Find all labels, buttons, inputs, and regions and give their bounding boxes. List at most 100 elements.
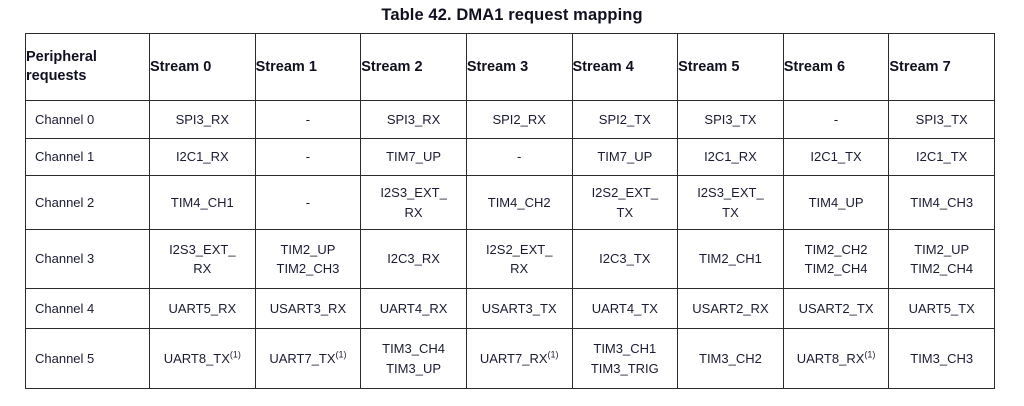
column-header-stream-0: Stream 0 (149, 33, 256, 101)
cell-channel-0-stream-7: SPI3_TX (888, 100, 995, 139)
cell-line: TIM2_CH4 (910, 261, 974, 276)
cell-channel-0-stream-3: SPI2_RX (465, 100, 573, 139)
cell-channel-5-stream-3: UART7_RX(1) (465, 328, 573, 389)
cell-line: I2C3_RX (387, 251, 440, 267)
cell-line: I2S3_EXT_ (380, 185, 447, 200)
cell-channel-4-stream-6: USART2_TX (782, 288, 890, 329)
header-line-2: requests (26, 68, 87, 84)
footnote-marker: (1) (547, 349, 559, 360)
cell-line: - (305, 111, 311, 127)
cell-line: RX (193, 261, 212, 276)
cell-line: RX (510, 261, 529, 276)
cell-line: UART8_TX(1) (163, 349, 241, 366)
row-label-channel-2: Channel 2 (25, 175, 150, 230)
cell-line: SPI3_TX (915, 111, 968, 127)
table-header-row: Peripheral requests Stream 0 Stream 1 St… (25, 33, 995, 101)
cell-line: - (305, 149, 311, 165)
cell-channel-5-stream-7: TIM3_CH3 (888, 328, 995, 389)
table-container: Peripheral requests Stream 0 Stream 1 St… (25, 33, 995, 389)
cell-channel-5-stream-6: UART8_RX(1) (782, 328, 890, 389)
cell-line: SPI3_RX (386, 111, 441, 127)
cell-channel-2-stream-1: - (254, 175, 362, 230)
cell-channel-3-stream-0: I2S3_EXT_ RX (149, 229, 256, 289)
cell-line: I2S3_EXT_ (697, 185, 764, 200)
dma1-request-mapping-table: Peripheral requests Stream 0 Stream 1 St… (25, 33, 995, 389)
column-header-stream-6: Stream 6 (782, 33, 890, 101)
cell-channel-0-stream-1: - (254, 100, 362, 139)
cell-channel-4-stream-7: UART5_TX (888, 288, 995, 329)
cell-line: UART4_RX (379, 300, 448, 316)
cell-line: I2C1_RX (704, 149, 757, 165)
column-header-stream-5: Stream 5 (677, 33, 784, 101)
row-label-channel-5: Channel 5 (25, 328, 150, 389)
cell-line: I2C1_TX (916, 149, 968, 165)
cell-line: SPI3_TX (704, 111, 757, 127)
cell-channel-3-stream-1: TIM2_UP TIM2_CH3 (254, 229, 362, 289)
cell-line: TIM2_UP (280, 241, 336, 257)
row-label-channel-4: Channel 4 (25, 288, 150, 329)
cell-line: USART2_RX (692, 300, 769, 316)
cell-channel-1-stream-4: TIM7_UP (571, 138, 679, 176)
footnote-marker: (1) (335, 349, 347, 360)
cell-line: TIM3_TRIG (590, 360, 659, 376)
cell-channel-0-stream-2: SPI3_RX (360, 100, 467, 139)
cell-channel-4-stream-2: UART4_RX (360, 288, 467, 329)
row-label-channel-3: Channel 3 (25, 229, 150, 289)
column-header-stream-3: Stream 3 (465, 33, 573, 101)
cell-line: TX (722, 204, 739, 220)
cell-channel-1-stream-7: I2C1_TX (888, 138, 995, 176)
cell-line: - (305, 194, 311, 210)
cell-channel-2-stream-6: TIM4_UP (782, 175, 890, 230)
cell-channel-1-stream-2: TIM7_UP (360, 138, 467, 176)
cell-line: TIM3_UP (386, 360, 442, 376)
cell-channel-4-stream-4: UART4_TX (571, 288, 679, 329)
cell-line: TIM3_CH3 (910, 350, 974, 366)
cell-line: TIM4_CH2 (487, 194, 551, 210)
cell-line: TIM2_UP (914, 241, 970, 257)
cell-channel-4-stream-1: USART3_RX (254, 288, 362, 329)
cell-line: USART3_TX (481, 300, 557, 316)
cell-channel-0-stream-5: SPI3_TX (677, 100, 784, 139)
column-header-peripheral-requests: Peripheral requests (25, 33, 150, 101)
cell-line: USART3_RX (269, 300, 347, 316)
cell-channel-0-stream-4: SPI2_TX (571, 100, 679, 139)
cell-channel-2-stream-7: TIM4_CH3 (888, 175, 995, 230)
cell-line: SPI2_TX (598, 111, 651, 127)
cell-line: TIM3_CH4 (382, 341, 445, 356)
cell-channel-2-stream-5: I2S3_EXT_ TX (677, 175, 784, 230)
cell-line: I2S3_EXT_ (169, 241, 236, 257)
cell-channel-1-stream-6: I2C1_TX (782, 138, 890, 176)
cell-line: SPI3_RX (175, 111, 230, 127)
cell-line: TIM2_CH1 (699, 251, 762, 267)
cell-channel-2-stream-4: I2S2_EXT_TX (571, 175, 679, 230)
cell-channel-2-stream-0: TIM4_CH1 (149, 175, 256, 230)
cell-channel-4-stream-0: UART5_RX (149, 288, 256, 329)
cell-channel-3-stream-4: I2C3_TX (571, 229, 679, 289)
cell-line: I2C1_TX (810, 149, 862, 165)
cell-line: TIM2_CH4 (804, 261, 868, 276)
table-title: Table 42. DMA1 request mapping (381, 6, 643, 24)
cell-line: SPI2_RX (492, 111, 546, 127)
cell-channel-4-stream-3: USART3_TX (465, 288, 573, 329)
cell-line: I2C3_TX (599, 251, 651, 267)
cell-channel-4-stream-5: USART2_RX (677, 288, 784, 329)
cell-channel-1-stream-3: - (465, 138, 573, 176)
cell-line: USART2_TX (798, 300, 874, 316)
cell-line: TIM3_CH2 (699, 350, 762, 366)
cell-line: TIM2_CH3 (276, 261, 340, 276)
cell-line: TIM4_CH1 (170, 194, 234, 210)
cell-channel-5-stream-5: TIM3_CH2 (677, 328, 784, 389)
cell-channel-2-stream-2: I2S3_EXT_RX (360, 175, 467, 230)
cell-line: - (833, 111, 839, 127)
cell-channel-1-stream-1: - (254, 138, 362, 176)
cell-channel-3-stream-5: TIM2_CH1 (677, 229, 784, 289)
cell-channel-0-stream-6: - (782, 100, 890, 139)
